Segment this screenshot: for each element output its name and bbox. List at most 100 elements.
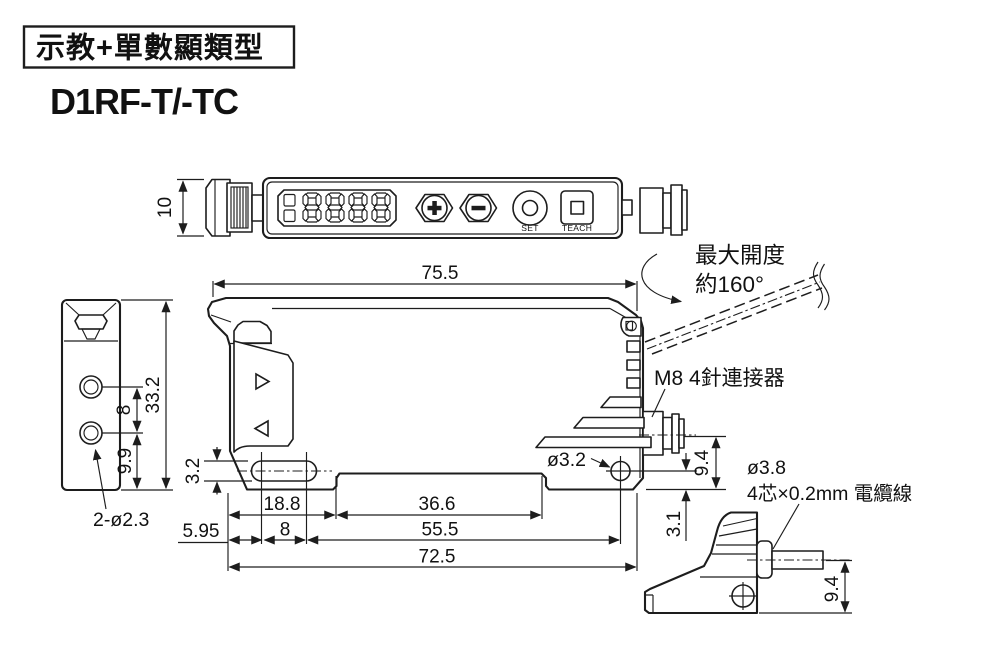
- connector-neck: [662, 416, 673, 450]
- label-m8-connector: M8 4針連接器: [654, 367, 785, 390]
- dim-8: 8: [280, 520, 291, 541]
- open-cover-centerline: [646, 281, 821, 350]
- hole-leader-arrow: [590, 457, 611, 468]
- type-label-box: [22, 25, 296, 69]
- triangle-marker-left: [253, 419, 269, 438]
- lever-inner-shape: [81, 328, 101, 340]
- label-2-holes: 2-ø2.3: [93, 509, 149, 531]
- edge-step-3: [626, 377, 641, 389]
- connector-body: [642, 410, 664, 456]
- cover-inner-lines: [210, 307, 641, 478]
- dim-cable-9-4: 9.4: [822, 575, 843, 602]
- dim-72-5: 72.5: [419, 547, 456, 568]
- triangle-marker-right: [255, 372, 271, 391]
- dim-5-95: 5.95: [183, 521, 220, 542]
- mount-hole-lower: [79, 421, 103, 445]
- front-view: 75.5: [178, 263, 726, 572]
- connector-tab: [621, 199, 633, 216]
- opening-angle-arrow: [641, 253, 683, 305]
- fiber-tab: [251, 194, 264, 222]
- hinge-housing: [620, 316, 642, 337]
- fiber-wedge-1: [600, 396, 642, 409]
- model-number: D1RF-T/-TC: [50, 81, 239, 122]
- connector-end: [678, 418, 685, 449]
- m8-connector-front: [639, 410, 696, 456]
- end-view: 8 9.9 33.2 2-ø2.3: [60, 298, 173, 531]
- break-symbol: [812, 261, 830, 311]
- dim-10: 10: [155, 197, 176, 218]
- display-digit-1-bottom: [283, 209, 296, 223]
- open-cover-callout: 最大開度 約160°: [641, 243, 830, 355]
- open-cover-line-upper: [644, 274, 819, 343]
- front-panel: [233, 340, 294, 453]
- dim-75-5-extension-lines: [212, 281, 638, 311]
- label-hole-dia: ø3.2: [547, 449, 586, 471]
- cable-dim-extension-lines: [759, 559, 852, 614]
- bottom-extension-lines: [227, 452, 638, 571]
- connector-flange: [671, 413, 680, 454]
- open-cover-line-lower: [651, 287, 823, 355]
- mount-hole-upper: [79, 375, 103, 399]
- cable-detail-view: ø3.8 4芯×0.2mm 電纜線 9.4: [643, 457, 912, 615]
- set-button-cap: [521, 199, 539, 217]
- end-view-extension-lines: [102, 299, 173, 491]
- edge-step-1: [626, 340, 641, 353]
- dim-55-5: 55.5: [422, 520, 459, 541]
- fiber-wedge-2: [573, 416, 645, 429]
- right-extension-lines: [606, 435, 726, 491]
- teach-button[interactable]: TEACH: [560, 190, 594, 233]
- fiber-lock-ridges: [233, 187, 247, 228]
- display-digit: [349, 193, 367, 222]
- dim-18-8: 18.8: [264, 494, 301, 515]
- top-chamfer-lines: [65, 302, 117, 316]
- connector-end: [681, 189, 688, 231]
- fiber-port-end: [205, 178, 231, 237]
- type-label: 示教+單數顯類型: [36, 32, 264, 65]
- cable-end-body: [643, 511, 759, 615]
- dim-3-1: 3.1: [664, 511, 685, 537]
- hinge-slot: [625, 320, 634, 331]
- dim-75-5: 75.5: [422, 263, 459, 284]
- amplifier-body-top-inner: [266, 181, 619, 235]
- label-cable-spec: 4芯×0.2mm 電纜線: [747, 483, 912, 505]
- label-cable-dia: ø3.8: [747, 457, 786, 479]
- display-digit: [372, 193, 390, 222]
- dim-33-2: 33.2: [143, 377, 164, 414]
- dim-36-6: 36.6: [419, 494, 456, 515]
- top-view: 10: [155, 176, 688, 240]
- minus-button[interactable]: [459, 193, 498, 223]
- minus-icon: [471, 205, 486, 211]
- plus-button[interactable]: [415, 193, 454, 223]
- connector-flange: [670, 184, 683, 236]
- cable-leader-line: [772, 503, 800, 550]
- edge-step-2: [626, 359, 641, 371]
- m8-connector-top: [621, 184, 688, 236]
- m8-callout: M8 4針連接器: [651, 367, 785, 418]
- set-button-label: SET: [521, 223, 538, 233]
- connector-neck: [662, 192, 672, 229]
- holes-leader-arrow: [92, 448, 107, 510]
- dim-9-4: 9.4: [692, 449, 713, 476]
- lever-cross-section: [74, 314, 108, 330]
- detail-crosshair: [729, 582, 757, 610]
- teach-button-label: TEACH: [562, 223, 592, 233]
- dim-10-extension-lines: [177, 178, 204, 237]
- lock-lever-boss: [233, 320, 272, 344]
- label-max-opening-1: 最大開度: [695, 243, 785, 268]
- teach-button-cap: [570, 200, 585, 215]
- display-digit-1-top: [283, 193, 296, 207]
- display-digit: [326, 193, 344, 222]
- seven-segment-display: [277, 189, 397, 227]
- set-button[interactable]: SET: [512, 190, 548, 233]
- connector-body: [639, 187, 664, 234]
- m8-leader-line: [651, 388, 666, 418]
- label-max-opening-2: 約160°: [695, 272, 764, 297]
- display-digit: [303, 193, 321, 222]
- dim-9-9: 9.9: [115, 448, 136, 474]
- cable-end-detail-lines: [645, 517, 758, 613]
- hinge-detail: [620, 316, 642, 337]
- fiber-wedge-3: [535, 436, 652, 449]
- dim-3-2: 3.2: [183, 458, 204, 484]
